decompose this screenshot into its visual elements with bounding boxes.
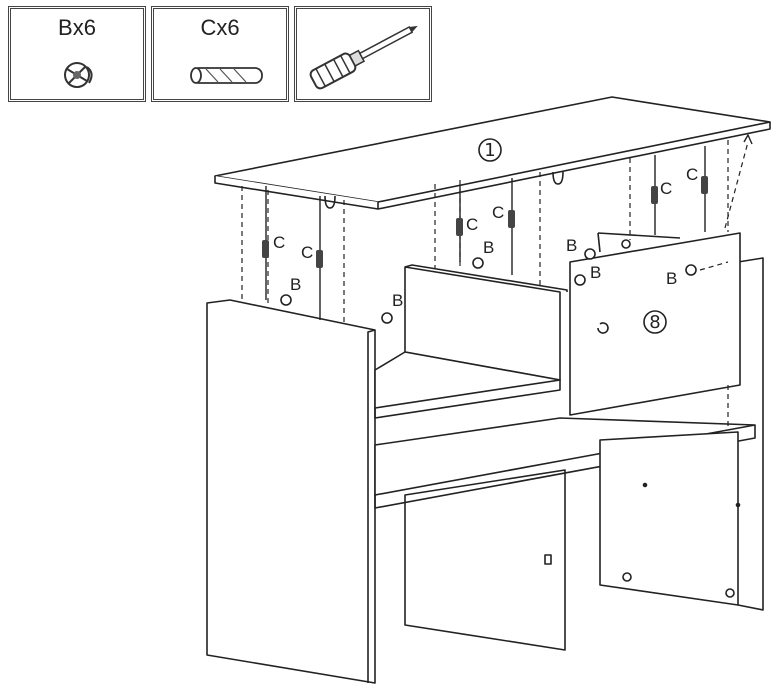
callout-c: C: [686, 165, 698, 184]
middle-divider-panel: [404, 264, 568, 651]
wooden-dowel-icon: [190, 67, 263, 84]
callout-labels: C C C C C C B B B B B B: [273, 165, 698, 310]
screwdriver-icon: [309, 25, 418, 90]
part-box-cam-lock: Bx6: [8, 6, 146, 102]
callout-b: B: [666, 269, 677, 288]
cam-lock-icon: [64, 62, 93, 88]
right-side-panel: [599, 257, 764, 611]
callout-b: B: [290, 275, 301, 294]
part-label-c: Cx6: [200, 15, 240, 40]
callout-c: C: [273, 233, 285, 252]
callout-c: C: [660, 179, 672, 198]
callout-b: B: [483, 238, 494, 257]
callout-c: C: [492, 203, 504, 222]
part-box-screwdriver: [294, 6, 432, 102]
callout-c: C: [301, 243, 313, 262]
callout-b: B: [566, 236, 577, 255]
left-side-panel: [206, 299, 376, 684]
direction-arrow: [743, 134, 753, 145]
part-box-dowel: Cx6: [151, 6, 289, 102]
top-panel: 1: [214, 96, 771, 210]
part-label-b: Bx6: [58, 15, 96, 40]
callout-b: B: [590, 263, 601, 282]
callout-c: C: [466, 215, 478, 234]
cam-lock-markers: [280, 248, 697, 324]
back-panel: 8: [569, 232, 741, 416]
dowel-markers: [262, 176, 708, 268]
panel-number-top: 1: [484, 140, 495, 161]
panel-number-back: 8: [649, 312, 660, 333]
callout-b: B: [392, 291, 403, 310]
